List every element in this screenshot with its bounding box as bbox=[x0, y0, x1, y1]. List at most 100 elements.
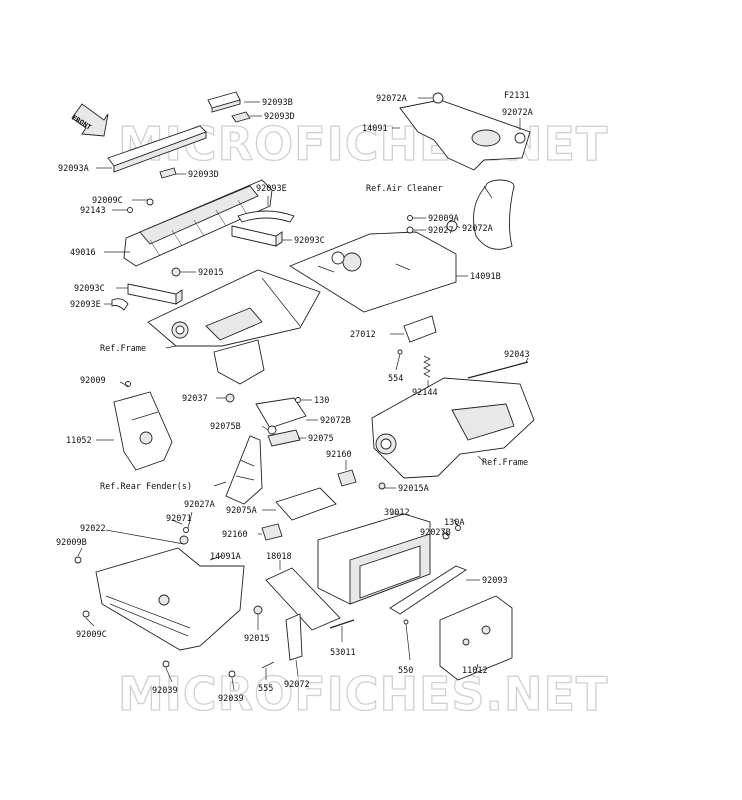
pin-554 bbox=[397, 349, 403, 355]
spring-92144 bbox=[423, 355, 431, 378]
label-11052: 11052 bbox=[66, 436, 92, 446]
label-92037: 92037 bbox=[182, 394, 208, 404]
bolt-92009c-top bbox=[146, 198, 154, 206]
label-550: 550 bbox=[398, 666, 413, 676]
bracket-92072 bbox=[285, 613, 303, 661]
label-92075b: 92075B bbox=[210, 422, 241, 432]
label-92160-top: 92160 bbox=[326, 450, 352, 460]
label-92075: 92075 bbox=[308, 434, 334, 444]
label-14091: 14091 bbox=[362, 124, 388, 134]
rear-fender-bracket bbox=[225, 435, 263, 505]
label-92143: 92143 bbox=[80, 206, 106, 216]
washer-92027b bbox=[442, 532, 450, 540]
grommet-92072a-right bbox=[514, 132, 526, 144]
washer-92075b bbox=[267, 425, 277, 435]
pin-555 bbox=[261, 661, 275, 669]
label-92022: 92022 bbox=[80, 524, 106, 534]
side-cover-14091a bbox=[95, 547, 245, 651]
label-555: 555 bbox=[258, 684, 273, 694]
label-92160-mid: 92160 bbox=[222, 530, 248, 540]
nut-92143 bbox=[127, 207, 133, 213]
nut-92071 bbox=[183, 527, 189, 533]
label-92043: 92043 bbox=[504, 350, 530, 360]
bracket-27012 bbox=[403, 315, 437, 343]
label-92075a: 92075A bbox=[226, 506, 257, 516]
label-11012: 11012 bbox=[462, 666, 488, 676]
label-92027b: 92027B bbox=[420, 528, 451, 538]
nut-92015-bottom bbox=[253, 605, 263, 615]
label-92015-bottom: 92015 bbox=[244, 634, 270, 644]
label-18018: 18018 bbox=[266, 552, 292, 562]
pad-92093e-top bbox=[237, 210, 295, 223]
label-92039-right: 92039 bbox=[218, 694, 244, 704]
foam-pad-92093b bbox=[207, 91, 241, 113]
label-130a: 130A bbox=[444, 518, 464, 528]
ref-frame-left: Ref.Frame bbox=[100, 344, 146, 354]
label-92093e-left: 92093E bbox=[70, 300, 101, 310]
label-92093c-right: 92093C bbox=[294, 236, 325, 246]
label-92072a-left: 92072A bbox=[376, 94, 407, 104]
pad-92075a bbox=[275, 487, 337, 521]
label-53011: 53011 bbox=[330, 648, 356, 658]
ref-frame-right: Ref.Frame bbox=[482, 458, 528, 468]
label-92009b: 92009B bbox=[56, 538, 87, 548]
ref-air-cleaner: Ref.Air Cleaner bbox=[366, 184, 443, 194]
label-92039-left: 92039 bbox=[152, 686, 178, 696]
bolt-92039-right bbox=[228, 670, 236, 678]
diagram-id: F2131 bbox=[504, 91, 530, 101]
label-92093c-left: 92093C bbox=[74, 284, 105, 294]
foam-pad-92093d-top bbox=[231, 111, 251, 123]
label-92015a: 92015A bbox=[398, 484, 429, 494]
label-14091a: 14091A bbox=[210, 552, 241, 562]
foam-pad-92093a bbox=[107, 125, 207, 173]
foam-pad-92093c-left bbox=[127, 283, 183, 305]
washer-92027 bbox=[406, 226, 414, 234]
cover-11012 bbox=[439, 595, 513, 681]
bolt-92039-left bbox=[162, 660, 170, 668]
bolt-92009a bbox=[407, 215, 413, 221]
label-92072a-mid: 92072A bbox=[462, 224, 493, 234]
foam-pad-92093c-right bbox=[231, 225, 283, 247]
tool-box-39012 bbox=[317, 513, 431, 605]
seat-base-49016 bbox=[123, 179, 273, 267]
grommet-92072a-left bbox=[432, 92, 444, 104]
bolt-92043 bbox=[467, 361, 529, 379]
label-92072b: 92072B bbox=[320, 416, 351, 426]
label-92009: 92009 bbox=[80, 376, 106, 386]
label-92093d-top: 92093D bbox=[264, 112, 295, 122]
plate-14091b bbox=[289, 231, 457, 313]
ref-rear-fender: Ref.Rear Fender(s) bbox=[100, 482, 192, 492]
label-92027a: 92027A bbox=[184, 500, 215, 510]
label-92093: 92093 bbox=[482, 576, 508, 586]
nut-92015a bbox=[378, 482, 386, 490]
pad-92093e-left bbox=[111, 298, 129, 311]
label-92093d-mid: 92093D bbox=[188, 170, 219, 180]
label-92009c-top: 92009C bbox=[92, 196, 123, 206]
label-92093a: 92093A bbox=[58, 164, 89, 174]
label-39012: 39012 bbox=[384, 508, 410, 518]
pad-92075 bbox=[267, 429, 301, 447]
bolt-53011 bbox=[329, 619, 355, 629]
pad-92160-mid bbox=[261, 523, 283, 541]
bolt-92009c-bottom bbox=[82, 610, 90, 618]
pad-92160-top bbox=[337, 469, 357, 487]
bracket-18018 bbox=[265, 567, 341, 631]
label-92072: 92072 bbox=[284, 680, 310, 690]
nut-92015-top bbox=[171, 267, 181, 277]
label-14091b: 14091B bbox=[470, 272, 501, 282]
bolt-130 bbox=[295, 397, 301, 403]
label-92009c-bottom: 92009C bbox=[76, 630, 107, 640]
label-92144: 92144 bbox=[412, 388, 438, 398]
label-27012: 27012 bbox=[350, 330, 376, 340]
label-92015-top: 92015 bbox=[198, 268, 224, 278]
nut-92037 bbox=[225, 393, 235, 403]
seal-92093 bbox=[389, 565, 467, 615]
bracket-92072b bbox=[255, 397, 307, 429]
label-92009a: 92009A bbox=[428, 214, 459, 224]
label-92093e-top: 92093E bbox=[256, 184, 287, 194]
watermark-bottom: MICROFICHES.NET bbox=[118, 667, 608, 721]
label-130: 130 bbox=[314, 396, 329, 406]
front-arrow-icon: FRONT bbox=[70, 103, 109, 137]
bolt-92009b bbox=[74, 556, 82, 564]
